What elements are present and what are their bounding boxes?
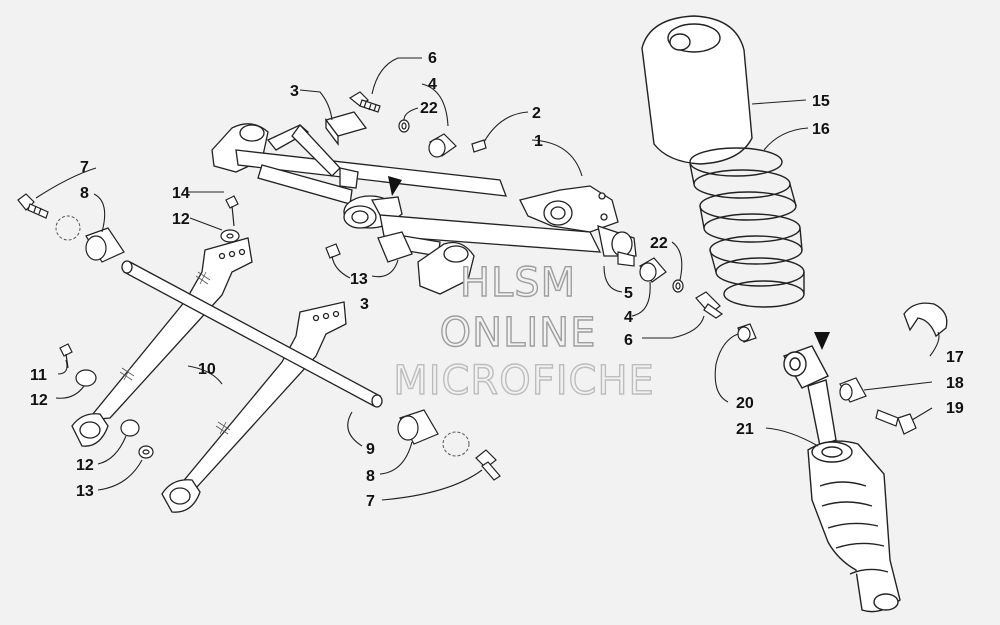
callout-5: 5 (624, 285, 633, 302)
callout-18: 18 (946, 375, 964, 392)
shock-spacer (840, 378, 866, 402)
callout-20: 20 (736, 395, 754, 412)
callout-10: 10 (198, 361, 216, 378)
bushing-20 (738, 324, 756, 342)
washer-left (56, 216, 80, 240)
direction-arrow-left (388, 176, 402, 196)
callout-13-bottom: 13 (76, 483, 94, 500)
bolt-left (18, 194, 48, 218)
callout-17: 17 (946, 349, 964, 366)
ball-joint-stud (618, 252, 634, 266)
bolt-upper (350, 92, 380, 112)
bolt-lower-right (696, 292, 722, 318)
watermark-line3: MICROFICHE (393, 358, 655, 404)
bushing-4-upper (429, 134, 456, 157)
callout-8-right: 8 (366, 468, 375, 485)
callout-22-right: 22 (650, 235, 668, 252)
upper-a-arm (212, 124, 636, 294)
callout-12-left: 12 (30, 392, 48, 409)
shock-bolt (876, 410, 916, 434)
spacer-right (398, 410, 438, 444)
crosshatch-mark-1 (119, 271, 231, 435)
callout-12-top: 12 (172, 211, 190, 228)
spacer-left (86, 228, 124, 262)
spring-retainer (904, 303, 947, 336)
watermark-line1: HLSM (460, 260, 576, 306)
leader-lines (35, 57, 940, 501)
callout-2: 2 (532, 105, 541, 122)
bolt-right (476, 450, 500, 480)
bolt-11 (60, 344, 72, 368)
callout-19: 19 (946, 400, 964, 417)
callout-14: 14 (172, 185, 190, 202)
callout-7-right: 7 (366, 493, 375, 510)
washer-12-top (221, 230, 239, 242)
washer-right (443, 432, 469, 456)
callout-6-top: 6 (428, 50, 437, 67)
callout-16: 16 (812, 121, 830, 138)
washer-12-bottom (121, 420, 139, 436)
callout-8-left: 8 (80, 185, 89, 202)
shock-boot (642, 16, 752, 164)
washer-12-left (76, 370, 96, 386)
suspension-rail-front (72, 238, 252, 446)
callout-22-top: 22 (420, 100, 438, 117)
shock-body (784, 346, 900, 612)
callout-13-top: 13 (350, 271, 368, 288)
washer-upper (399, 120, 409, 132)
bushing-upper (326, 112, 366, 144)
callout-labels: 6 4 22 2 1 3 13 3 5 4 22 6 7 8 14 12 10 … (30, 50, 964, 510)
grease-fitting (472, 140, 486, 152)
bushing-4-lower (640, 258, 666, 282)
callout-15: 15 (812, 93, 830, 110)
cross-shaft (122, 261, 382, 407)
bolt-14 (226, 196, 238, 226)
callout-4-right: 4 (624, 309, 633, 326)
callout-12-bottom: 12 (76, 457, 94, 474)
callout-3-bottom: 3 (360, 296, 369, 313)
watermark: HLSM ONLINE MICROFICHE (392, 259, 655, 404)
nut-13-top (326, 244, 340, 258)
watermark-line2: ONLINE (440, 310, 597, 356)
callout-21: 21 (736, 421, 754, 438)
callout-11: 11 (30, 367, 47, 384)
shock-spring (690, 148, 804, 307)
callout-1: 1 (534, 133, 543, 150)
direction-arrow-right (814, 332, 830, 350)
callout-6-right: 6 (624, 332, 633, 349)
callout-7-left: 7 (80, 159, 89, 176)
washer-lower (673, 280, 683, 292)
callout-3-top: 3 (290, 83, 299, 100)
nut-13-bottom (139, 446, 153, 458)
callout-4-top: 4 (428, 76, 437, 93)
bushing-lower (378, 232, 412, 262)
callout-9: 9 (366, 441, 375, 458)
